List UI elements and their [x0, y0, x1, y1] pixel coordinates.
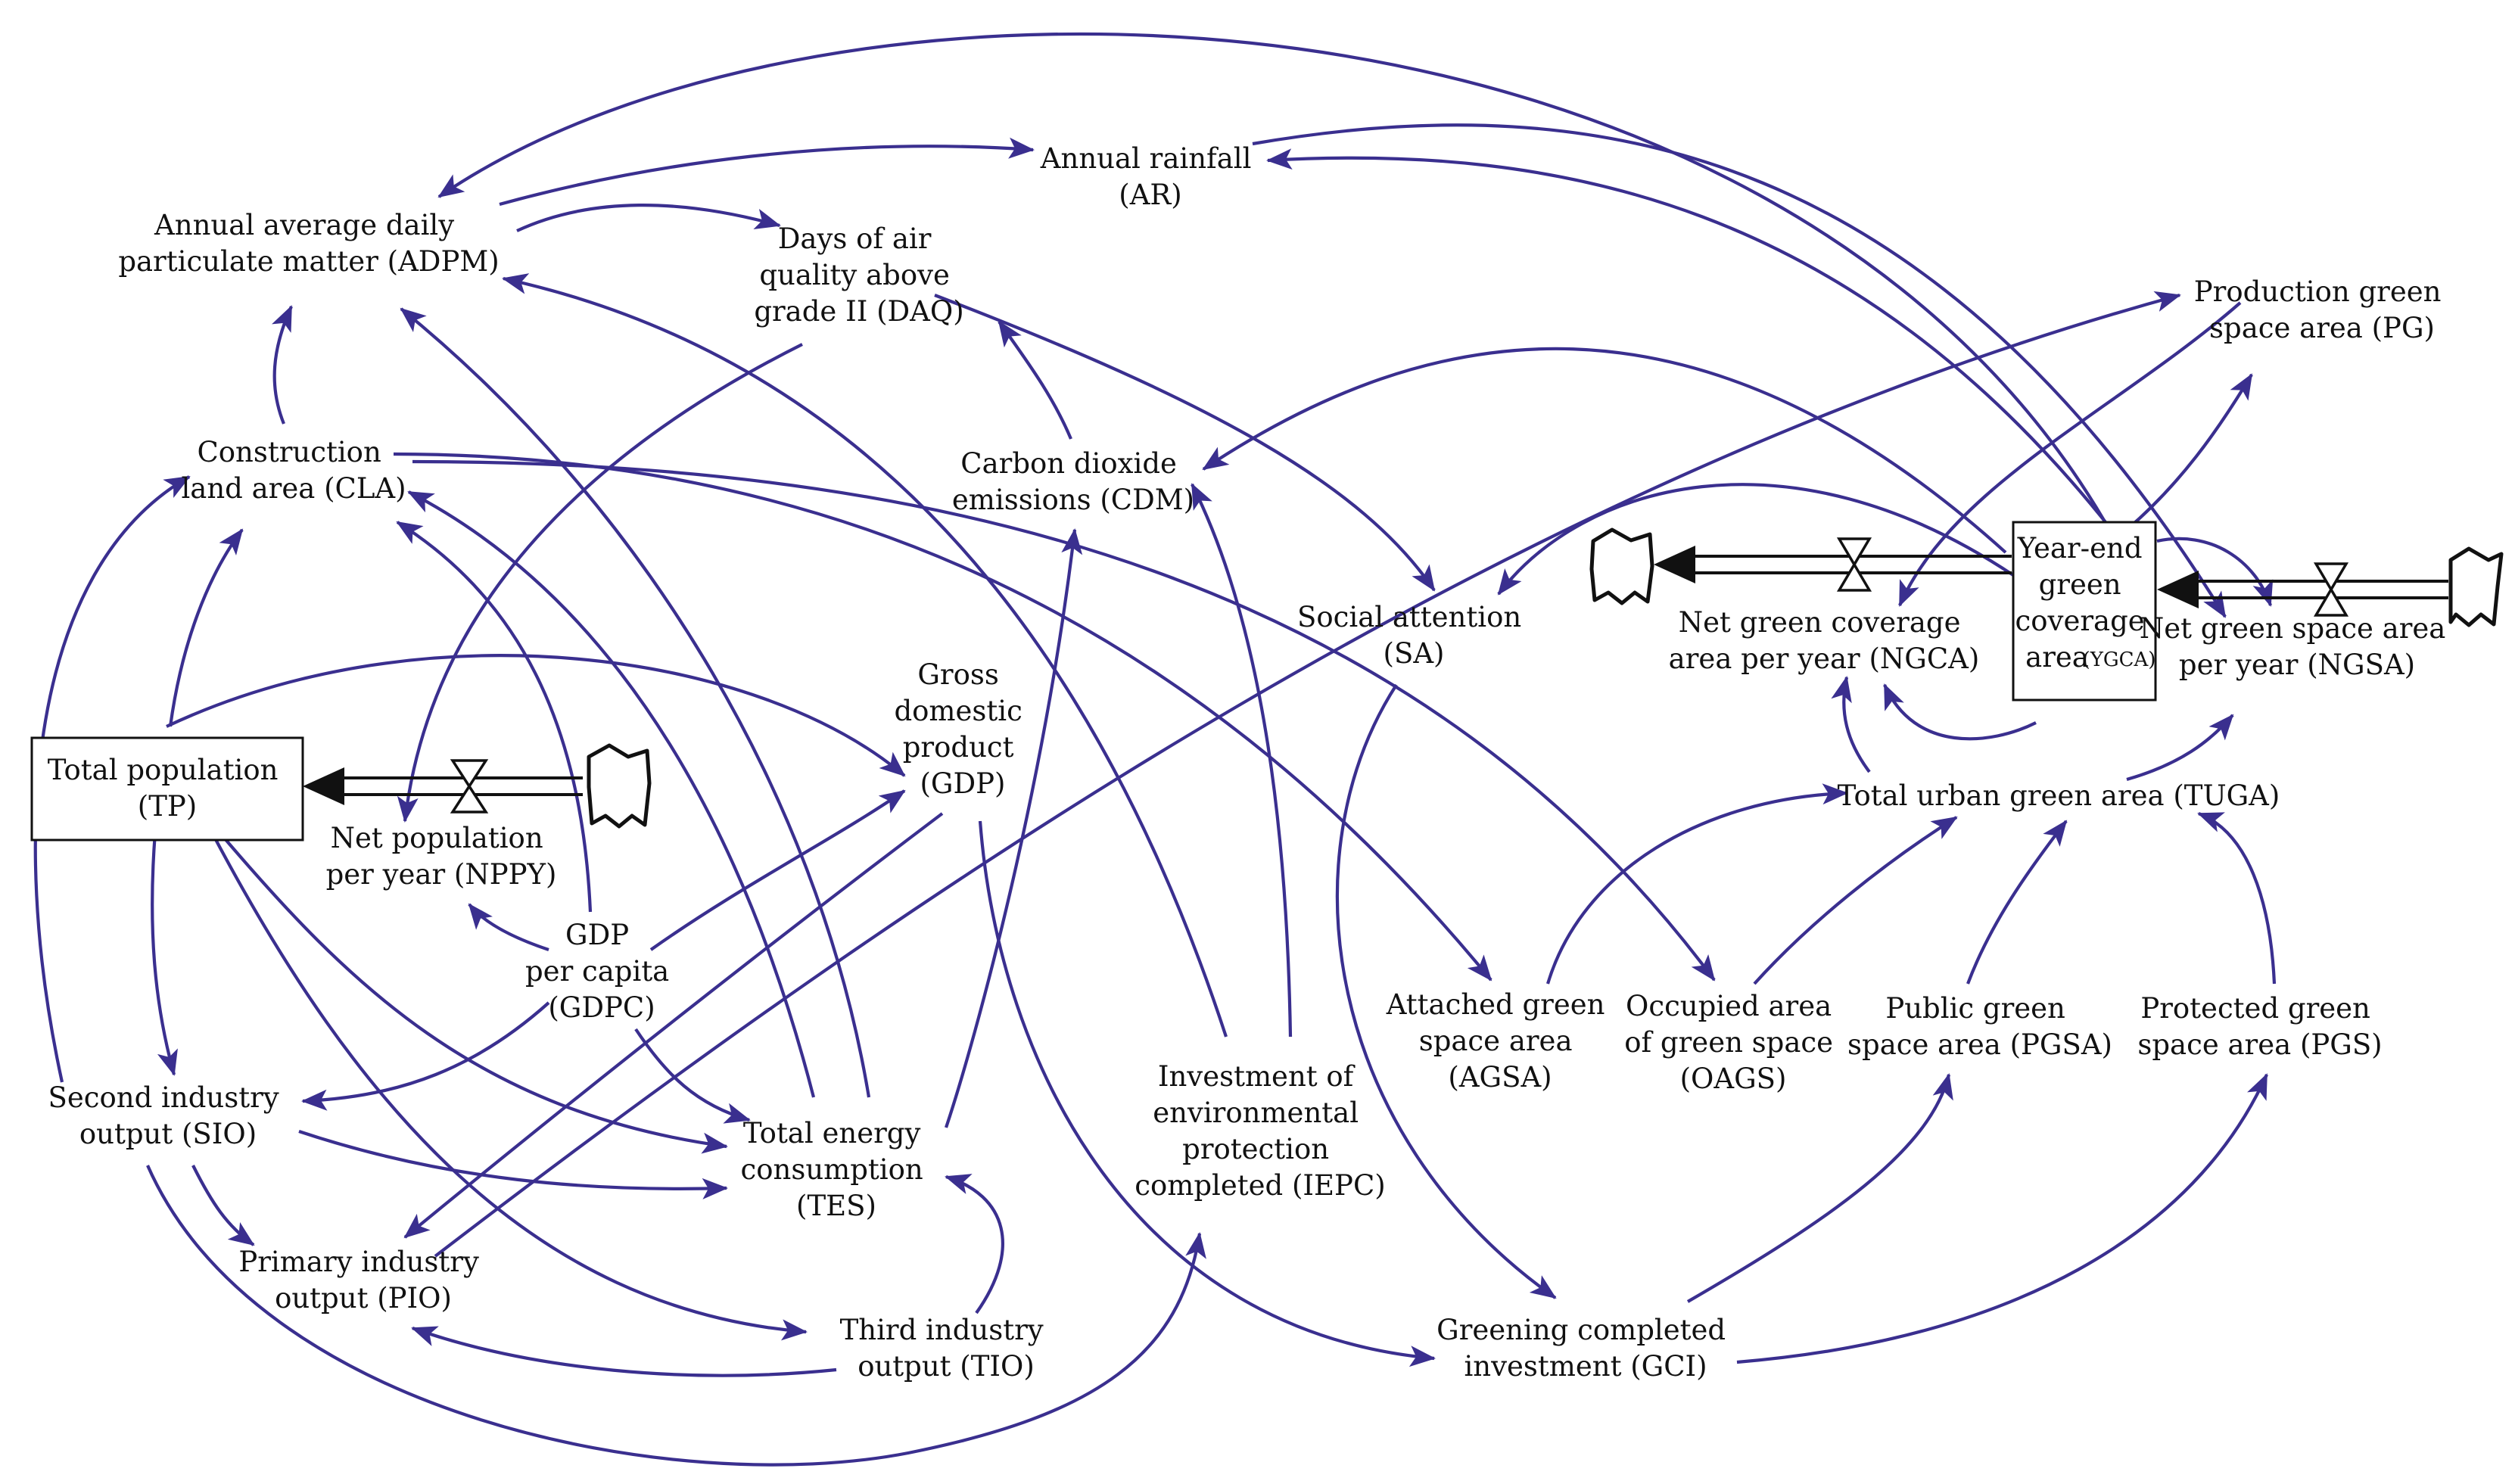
node-pg: Production green space area (PG)	[2194, 275, 2450, 344]
link-ygca-ar	[1266, 148, 2113, 531]
link-agsa-tuga	[1545, 783, 1848, 985]
valve-icon	[450, 759, 489, 814]
link-gdpc-gdp	[649, 789, 906, 951]
link-daq-sa	[934, 294, 1436, 592]
link-gdpc-cla	[396, 521, 593, 913]
cloud-icon	[2448, 546, 2504, 627]
node-daq: Days of air quality above grade II (DAQ)	[754, 222, 963, 328]
link-ygca-pg	[2125, 373, 2253, 531]
link-tp-cla	[168, 528, 244, 727]
node-cla: Construction land area (CLA)	[181, 436, 406, 505]
node-tio: Third industry output (TIO)	[840, 1314, 1053, 1383]
link-cla-oags	[412, 459, 1716, 982]
node-nppy: Net population per year (NPPY)	[326, 822, 557, 891]
link-ygca-cdm	[1202, 347, 2007, 554]
link-gdpc-nppy	[468, 903, 549, 951]
link-ygca-ngca	[1883, 683, 2037, 741]
link-sio-tes	[298, 1130, 728, 1199]
node-ygca-abbr: (YGCA)	[2083, 649, 2156, 671]
link-tes-gdp	[945, 528, 1083, 1128]
link-oags-tuga	[1753, 816, 1958, 985]
link-tuga-ngsa	[2126, 714, 2234, 782]
link-ar-ngsa	[1252, 123, 2227, 618]
link-cla-adpm	[272, 305, 293, 425]
link-gdp-gci	[978, 820, 1436, 1367]
flow-ygca-out	[1654, 537, 2012, 592]
link-gdpc-sio	[301, 1001, 550, 1111]
node-sa: Social attention (SA)	[1297, 601, 1530, 670]
link-tp-gdp	[166, 654, 906, 777]
link-adpm-daq	[516, 204, 781, 232]
link-tp-tes	[218, 831, 728, 1154]
flow-arrow-ngca	[1654, 546, 1695, 583]
link-tp-sio	[151, 832, 178, 1076]
link-sa-gci	[1335, 683, 1557, 1299]
link-sio-iepc	[146, 1165, 1206, 1467]
link-sio-pio	[191, 1165, 255, 1246]
node-ngsa: Net green space area per year (NGSA)	[2140, 612, 2454, 681]
node-pgs: Protected green space area (PGS)	[2137, 992, 2382, 1061]
link-adpm-ar	[499, 137, 1035, 207]
valve-icon	[1836, 537, 1872, 592]
link-gdp-pio	[403, 812, 944, 1239]
link-iepc-cdm	[1191, 483, 1293, 1038]
link-tuga-ngca	[1831, 676, 1871, 773]
flow-tp	[303, 759, 583, 814]
node-iepc: Investment of environmental protection c…	[1135, 1060, 1385, 1202]
node-ngca: Net green coverage area per year (NGCA)	[1669, 606, 1980, 675]
stock-box-ygca	[2012, 521, 2157, 702]
node-gci: Greening completed investment (GCI)	[1436, 1314, 1735, 1383]
node-adpm: Annual average daily particulate matter …	[118, 209, 499, 278]
stock-box-tp	[30, 736, 304, 842]
flow-ngsa-in	[2157, 562, 2448, 617]
node-ygca: Year-end green coverage area	[2015, 532, 2154, 674]
link-sio-cla	[33, 475, 191, 1083]
node-agsa: Attached green space area (AGSA)	[1386, 988, 1614, 1094]
flow-arrow-ngsa	[2157, 571, 2199, 608]
link-iepc-adpm	[502, 273, 1228, 1038]
node-gdp: Gross domestic product (GDP)	[894, 658, 1031, 800]
node-pgsa: Public green space area (PGSA)	[1847, 992, 2112, 1061]
link-tio-pio	[411, 1326, 837, 1377]
link-cdm-daq	[998, 320, 1072, 440]
link-pgsa-tuga	[1966, 820, 2068, 985]
link-pgs-tuga	[2197, 812, 2277, 985]
link-daq-nppy	[397, 343, 803, 823]
link-ygca-adpm	[437, 32, 2113, 535]
link-gci-pgsa	[1686, 1073, 1953, 1303]
node-pio: Primary industry output (PIO)	[238, 1246, 487, 1314]
node-tes: Total energy consumption (TES)	[741, 1117, 932, 1222]
link-ygca-ngsa	[2156, 537, 2274, 607]
link-tes-cla	[407, 490, 816, 1098]
link-tp-tio	[210, 832, 808, 1341]
cloud-icon	[1589, 527, 1654, 605]
node-gdpc: GDP per capita (GDPC)	[525, 919, 678, 1024]
node-oags: Occupied area of green space (OAGS)	[1624, 990, 1842, 1095]
valve-icon	[2313, 562, 2349, 617]
link-tio-tes	[945, 1174, 1004, 1314]
flow-arrow-tp	[303, 767, 344, 805]
cloud-icon	[587, 743, 652, 829]
link-gci-pgs	[1736, 1073, 2268, 1364]
node-tuga: Total urban green area (TUGA)	[1838, 779, 2280, 812]
link-ygca-sa	[1497, 483, 2015, 596]
link-sio-pg	[434, 291, 2181, 1258]
node-ar: Annual rainfall (AR)	[1040, 142, 1260, 211]
node-cdm: Carbon dioxide emissions (CDM)	[952, 447, 1194, 516]
node-sio: Second industry output (SIO)	[48, 1081, 288, 1150]
node-tp: Total population (TP)	[48, 754, 288, 823]
causal-links	[33, 32, 2277, 1467]
link-gdpc-tes	[634, 1028, 751, 1124]
